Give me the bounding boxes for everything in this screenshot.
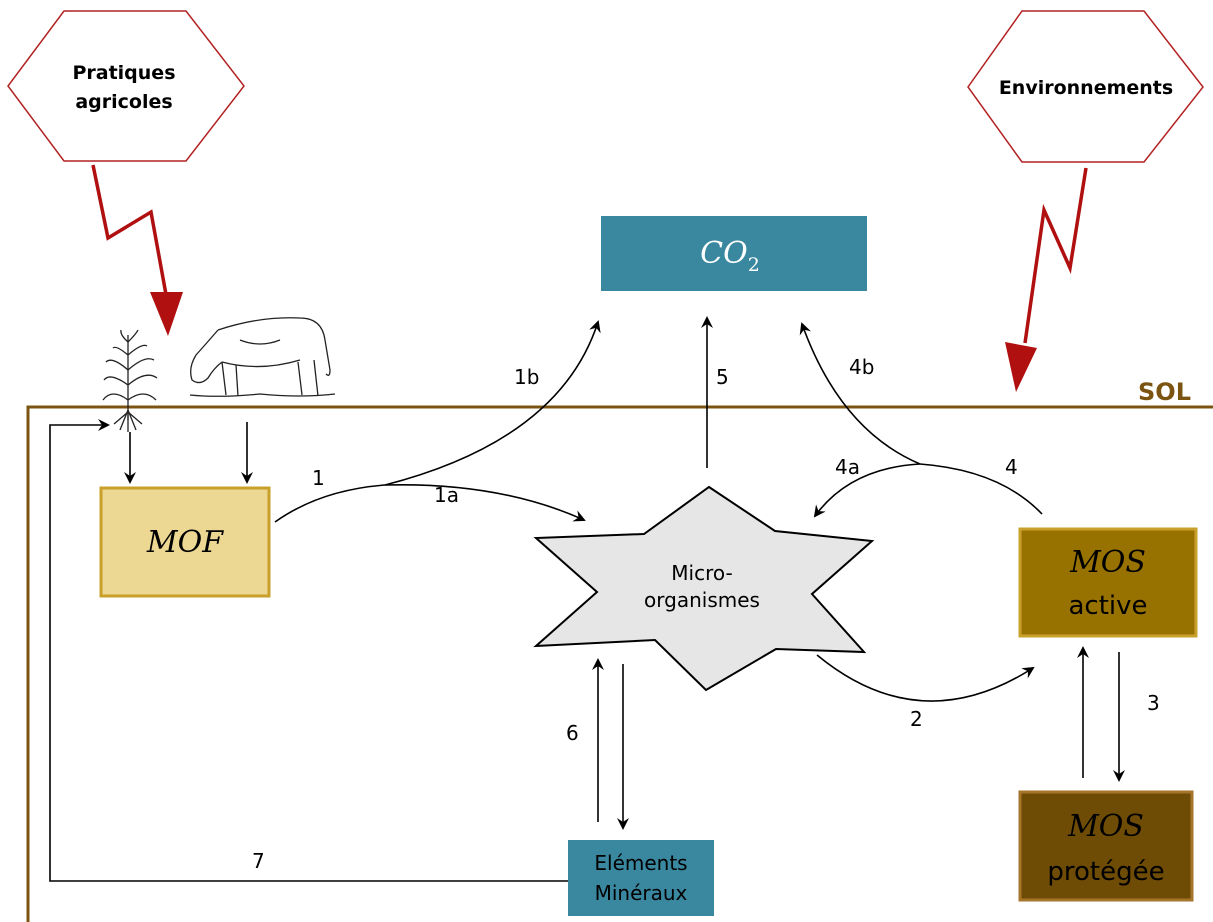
flow-label-7: 7 [252, 849, 265, 873]
flow-label-3: 3 [1147, 691, 1160, 715]
flow-label-4: 4 [1005, 455, 1018, 479]
flow-label-4b: 4b [849, 355, 874, 379]
environnements-hexagon: Environnements [967, 10, 1204, 163]
flow-label-5: 5 [716, 365, 729, 389]
flow-labels: 1 1a 1b 5 4b 4a 4 2 3 6 7 [252, 355, 1160, 873]
arrows [49, 316, 1125, 882]
arrow-2 [816, 654, 1035, 702]
sol-label: SOL [1138, 378, 1191, 406]
environnements-label: Environnements [999, 77, 1173, 99]
lightning-pratiques [91, 164, 183, 336]
elements-line2: Minéraux [595, 881, 688, 905]
flow-label-1: 1 [312, 466, 325, 490]
arrow-1b [384, 320, 601, 486]
mof-label: MOF [146, 525, 224, 560]
cow-icon [189, 317, 336, 397]
arrow-1-mof [274, 484, 386, 523]
mos-active-line1: MOS [1069, 545, 1146, 580]
svg-text:CO2: CO2 [700, 236, 760, 276]
mof-box: MOF [99, 486, 271, 598]
arrow-4b [799, 322, 921, 465]
arrow-4 [919, 463, 1043, 515]
flow-label-1a: 1a [434, 483, 459, 507]
flow-label-6: 6 [566, 721, 579, 745]
co2-box: CO2 [601, 216, 867, 291]
mos-active-line2: active [1068, 591, 1147, 621]
micro-label-line2: organismes [644, 588, 760, 612]
mos-protegee-line2: protégée [1047, 857, 1164, 887]
mos-protegee-line1: MOS [1067, 809, 1144, 844]
microorganismes-star: Micro- organismes [533, 485, 875, 692]
elements-mineraux-box: Eléments Minéraux [568, 840, 714, 916]
pratiques-label-line2: agricoles [75, 91, 172, 113]
mos-protegee-box: MOS protégée [1018, 790, 1194, 902]
flow-label-2: 2 [910, 707, 923, 731]
co2-main: CO [700, 236, 748, 271]
flow-label-1b: 1b [514, 365, 539, 389]
pratiques-label-line1: Pratiques [72, 62, 175, 84]
sol-boundary [26, 405, 1213, 922]
micro-label-line1: Micro- [671, 561, 732, 585]
flow-label-4a: 4a [835, 455, 860, 479]
pratiques-agricoles-hexagon: Pratiques agricoles [7, 10, 245, 162]
plant-icon [102, 329, 158, 432]
arrow-7 [49, 419, 568, 882]
mos-active-box: MOS active [1018, 527, 1198, 638]
lightning-environnements [1005, 167, 1088, 392]
co2-sub: 2 [748, 254, 760, 276]
arrow-1a [384, 483, 586, 522]
arrow-4a [813, 463, 921, 518]
elements-line1: Eléments [594, 851, 687, 875]
